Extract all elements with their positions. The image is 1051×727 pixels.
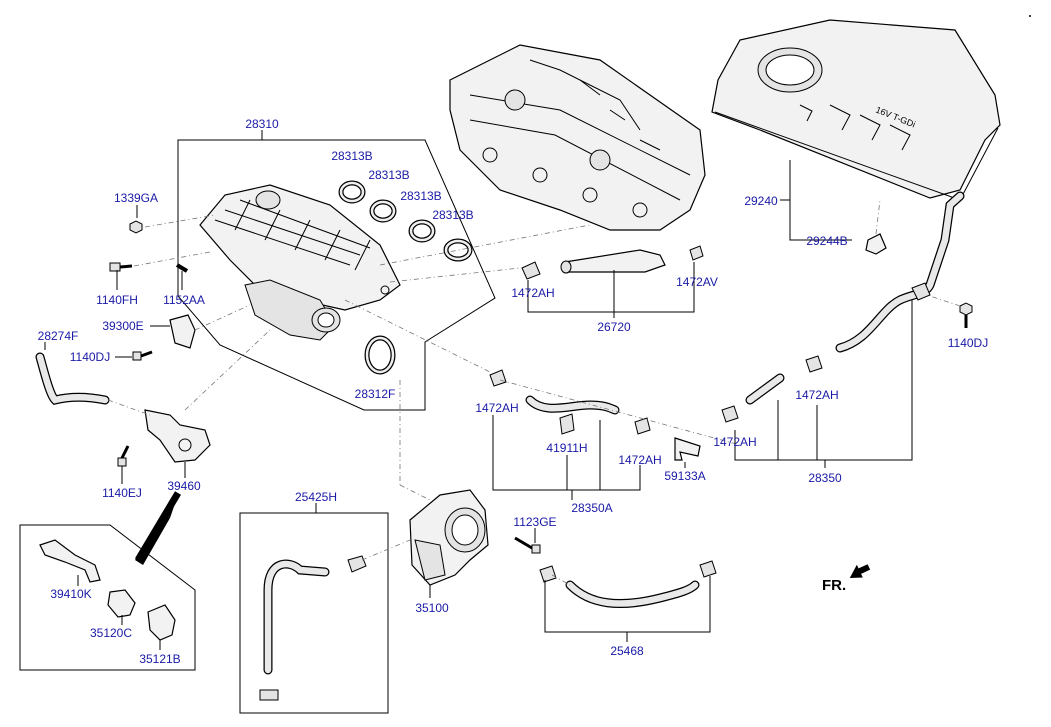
label-1123GE: 1123GE: [513, 515, 556, 529]
label-28312F: 28312F: [355, 387, 396, 401]
label-28350A: 28350A: [571, 501, 612, 515]
throttle-body-35100: [409, 489, 489, 598]
label-1472AH-e: 1472AH: [713, 435, 756, 449]
bolt-1339GA: [129, 220, 143, 234]
label-28313B-3: 28313B: [400, 189, 441, 203]
label-41911H: 41911H: [546, 441, 587, 455]
label-1472AV: 1472AV: [676, 275, 718, 289]
label-1140DJ-right: 1140DJ: [948, 336, 988, 350]
corner-mark: [1029, 15, 1031, 17]
intake-manifold-group-box: [177, 130, 496, 411]
hose-25468: [539, 560, 717, 642]
label-26720: 26720: [597, 320, 631, 334]
detail-inset-box: [19, 491, 196, 671]
label-1140FH: 1140FH: [96, 293, 138, 307]
pcv-hose-26720: [379, 224, 704, 318]
bolt-1123GE: [514, 528, 541, 554]
label-1140EJ: 1140EJ: [102, 486, 142, 500]
label-59133A: 59133A: [664, 469, 705, 483]
label-39460: 39460: [167, 479, 201, 493]
label-1472AH-b: 1472AH: [475, 401, 518, 415]
grommet-29244B: [780, 160, 887, 255]
label-28310: 28310: [245, 117, 279, 131]
pin-1152AA: [175, 263, 189, 273]
label-39300E: 39300E: [102, 319, 143, 333]
label-35121B: 35121B: [139, 652, 180, 666]
engine-cover-29240: 16V T-GDi: [711, 19, 1001, 201]
front-direction-indicator: FR.: [822, 564, 871, 594]
bolt-1140DJ-right: [929, 295, 973, 328]
label-1140DJ-left: 1140DJ: [70, 350, 110, 364]
label-35100: 35100: [415, 601, 449, 615]
label-25425H: 25425H: [295, 490, 337, 504]
cylinder-head: [449, 44, 706, 231]
label-28313B-1: 28313B: [331, 149, 372, 163]
bolt-1140DJ-left: [132, 350, 153, 361]
bolt-1140EJ: [117, 445, 130, 467]
hose-28274F: [35, 352, 110, 405]
solenoid-39460: [144, 409, 211, 463]
hose-group-28350: [721, 191, 965, 468]
bolt-1140FH: [109, 262, 133, 272]
hose-box-25425H: [239, 503, 411, 714]
leader-lines-left: [44, 205, 271, 484]
label-25468: 25468: [610, 644, 644, 658]
sensor-39300E: [169, 314, 196, 349]
front-direction-arrow-icon: [849, 564, 871, 579]
intake-manifold-28310: [199, 184, 401, 341]
label-39410K: 39410K: [50, 587, 91, 601]
label-28313B-4: 28313B: [432, 208, 473, 222]
label-1472AH-c: 1472AH: [618, 453, 661, 467]
label-28274F: 28274F: [38, 329, 79, 343]
label-28313B-2: 28313B: [368, 168, 409, 182]
part-labels: 28310 28313B 28313B 28313B 28313B 1339GA…: [38, 117, 989, 666]
snap-rings-28313B: [338, 180, 473, 262]
label-28350: 28350: [808, 471, 842, 485]
gasket-28312F: [364, 335, 396, 375]
label-29240: 29240: [744, 194, 778, 208]
label-35120C: 35120C: [90, 626, 132, 640]
front-label: FR.: [822, 577, 846, 594]
label-1152AA: 1152AA: [163, 293, 205, 307]
label-1472AH-d: 1472AH: [795, 388, 838, 402]
label-1472AH-a: 1472AH: [511, 286, 554, 300]
leader-dash-throttle-2: [399, 484, 431, 501]
label-1339GA: 1339GA: [114, 191, 158, 205]
label-29244B: 29244B: [806, 234, 847, 248]
hose-group-28350A: [344, 299, 741, 500]
